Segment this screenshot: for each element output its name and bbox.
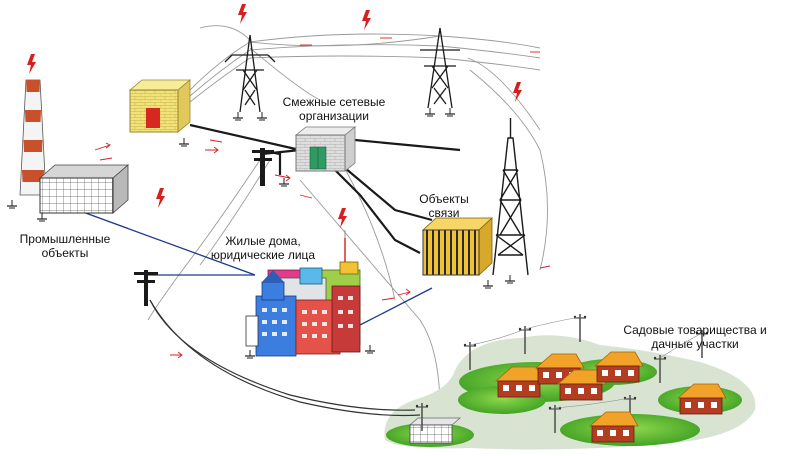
flow-arrows xyxy=(94,37,551,359)
main-power-lines xyxy=(189,123,461,254)
utility-pole-industrial xyxy=(134,270,158,306)
factory-chimney xyxy=(19,79,47,196)
label-gardens: Садовые товарищества и дачные участки xyxy=(590,323,800,351)
utility-pole-center xyxy=(252,148,274,186)
label-communications-line1: Объекты xyxy=(419,192,469,206)
industrial-building xyxy=(38,164,130,214)
transmission-tower-right xyxy=(420,27,460,109)
label-industrial-line2: объекты xyxy=(41,246,89,260)
residential-buildings xyxy=(245,230,361,357)
garden-substation xyxy=(409,402,461,444)
adjacent-grid-building xyxy=(294,126,357,172)
distribution-cable xyxy=(149,299,421,417)
feeder-lines xyxy=(71,207,433,326)
label-industrial-line1: Промышленные xyxy=(19,232,111,246)
communications-box xyxy=(421,217,494,276)
label-adjacent-grid: Смежные сетевые организации xyxy=(274,95,394,123)
substation-box xyxy=(128,79,192,133)
label-communications-line2: связи xyxy=(428,206,460,220)
garden-wires xyxy=(469,316,703,409)
label-residential-line2: юридические лица xyxy=(210,248,316,262)
label-residential-line1: Жилые дома, xyxy=(225,234,301,248)
communications-tower xyxy=(492,118,529,276)
label-communications: Объекты связи xyxy=(414,192,474,220)
transmission-tower-left xyxy=(224,34,276,113)
label-adjacent-grid-line2: организации xyxy=(299,109,369,123)
label-adjacent-grid-line1: Смежные сетевые xyxy=(282,95,386,109)
label-gardens-line1: Садовые товарищества и xyxy=(623,323,767,337)
label-industrial: Промышленные объекты xyxy=(0,232,130,260)
label-residential: Жилые дома, юридические лица xyxy=(198,234,328,262)
label-gardens-line2: дачные участки xyxy=(651,337,739,351)
